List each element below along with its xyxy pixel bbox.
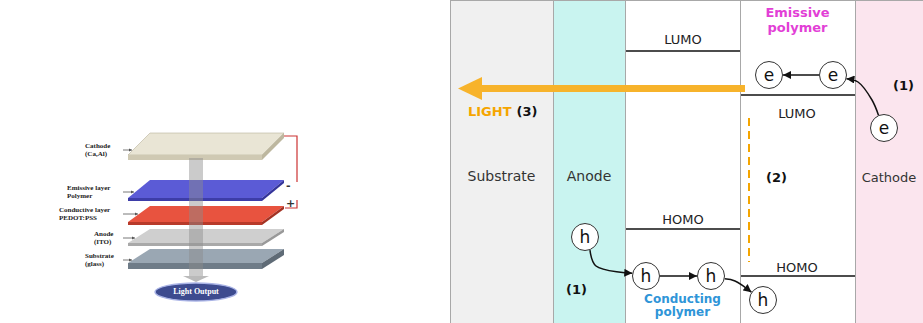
hole-circle: h <box>749 286 777 314</box>
conductive-layer-top <box>128 206 284 222</box>
output-ellipse: Light Output <box>154 282 238 302</box>
level-label: LUMO <box>664 33 702 48</box>
level-label: HOMO <box>662 213 703 228</box>
node-text: Cathode <box>862 171 917 186</box>
leader-line <box>123 214 138 215</box>
node-text: e <box>879 120 889 137</box>
anode-layer-front <box>128 243 262 246</box>
step-number: (3) <box>517 105 538 120</box>
level-label: HOMO <box>776 261 817 276</box>
cathode-layer-side <box>262 133 284 160</box>
anode-layer-top <box>128 229 284 243</box>
band-borders <box>450 0 923 323</box>
cathode-layer-top <box>128 133 284 155</box>
leader-line <box>123 260 132 261</box>
node-text: e <box>764 67 774 84</box>
leader-lines <box>123 150 138 260</box>
node-text: Emissive polymer <box>746 6 849 36</box>
label-holder: HOMO <box>643 210 723 228</box>
emissive-layer-side <box>262 180 284 201</box>
leader-line <box>123 238 135 239</box>
label-holder: LUMO <box>643 30 723 48</box>
conductive-layer-side <box>262 206 284 225</box>
leader-line <box>123 192 134 193</box>
node-text: h <box>758 292 769 309</box>
electron-circle: e <box>870 114 898 142</box>
node-text: h <box>580 229 591 246</box>
label-holder: (3) <box>517 102 538 120</box>
substrate-layer-front <box>128 263 262 269</box>
node-text: Substrate <box>468 168 536 184</box>
layer-band: Substrate <box>450 0 553 323</box>
label-holder: + <box>286 193 295 211</box>
step-number: (1) <box>566 283 587 298</box>
label-holder: Emissive layer Polymer <box>67 184 121 202</box>
label-holder: (1) <box>893 76 914 94</box>
anode-layer-side <box>262 229 284 246</box>
light-beam <box>189 158 203 276</box>
label-holder: - <box>286 175 291 193</box>
label-holder: Substrate (glass) <box>85 252 121 270</box>
label-holder: Anode (ITO) <box>94 230 121 248</box>
hole-circle: h <box>632 262 660 290</box>
polarity-sign: - <box>286 180 291 191</box>
layer-label: Conductive layer PEDOT:PSS <box>59 206 121 222</box>
level-label: LUMO <box>778 107 816 122</box>
label-holder: (2) <box>766 168 787 186</box>
polarity-sign: + <box>286 198 295 209</box>
label-holder: (1) <box>566 280 587 298</box>
layer-band: Conducting polymer h h <box>625 0 740 323</box>
node-text: h <box>706 268 717 285</box>
node-text: Light Output <box>173 288 219 296</box>
leader-line <box>123 150 132 151</box>
label-holder: LIGHT <box>468 102 512 120</box>
label-holder: Conductive layer PEDOT:PSS <box>59 206 121 224</box>
layer-label: Anode (ITO) <box>94 230 121 246</box>
node-text: Conducting polymer <box>631 293 734 319</box>
node-text: h <box>641 268 652 285</box>
substrate-layer-side <box>262 249 284 269</box>
label-holder: LUMO <box>757 104 837 122</box>
step-number: (2) <box>766 171 787 186</box>
layer-stack <box>128 133 284 269</box>
label-holder: HOMO <box>757 258 837 276</box>
layer-label: Emissive layer Polymer <box>67 184 121 200</box>
light-label: LIGHT <box>468 105 512 120</box>
conductive-layer-front <box>128 222 262 225</box>
electron-circle: e <box>819 61 847 89</box>
emissive-layer-front <box>128 198 262 201</box>
node-text: e <box>828 67 838 84</box>
step-number: (1) <box>893 79 914 94</box>
layer-label: Cathode (Ca,Al) <box>85 142 121 158</box>
cathode-layer-front <box>128 155 262 160</box>
emissive-layer-top <box>128 180 284 198</box>
hole-circle: h <box>571 223 599 251</box>
ellipse-shape <box>155 283 237 301</box>
node-text: Anode <box>567 168 612 184</box>
cathode-wire <box>284 136 297 182</box>
label-holder: Cathode (Ca,Al) <box>85 142 121 160</box>
electron-circle: e <box>755 61 783 89</box>
layer-label: Substrate (glass) <box>85 252 121 268</box>
hole-circle: h <box>697 262 725 290</box>
substrate-layer-top <box>128 249 284 263</box>
layer-band: Anode h <box>553 0 625 323</box>
light-beam-head <box>183 276 209 282</box>
layer-band: Cathode e <box>855 0 923 323</box>
